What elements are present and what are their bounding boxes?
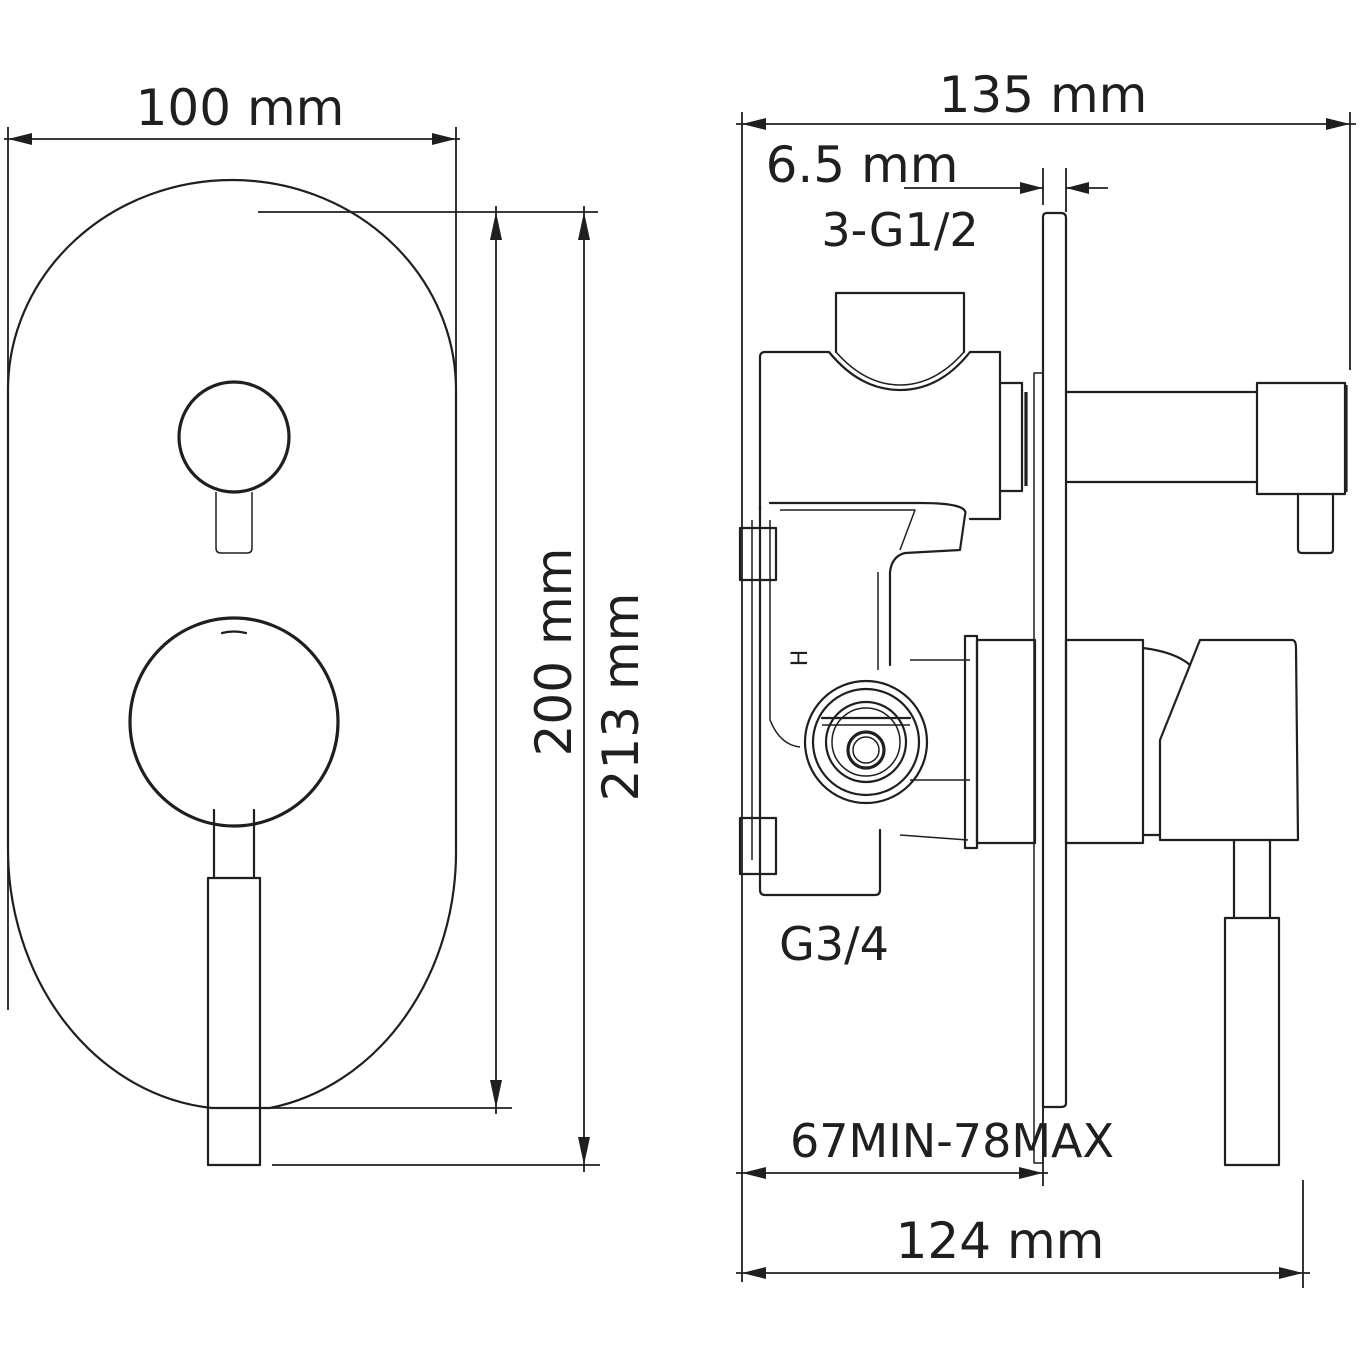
diverter-knob-side [1064,381,1348,555]
dimension-install-depth: 67MIN-78MAX [736,1107,1114,1186]
valve-body-upper [758,291,1028,521]
cover-plate-profile [1041,211,1068,1109]
dimension-plate-thickness: 6.5 mm [766,136,1108,212]
outlets-label: 3-G1/2 [821,203,978,257]
dimension-width-100: 100 mm [4,79,460,1010]
mixer-handle [128,616,340,1167]
valve-body-lower: H [738,355,970,897]
diverter-knob [177,380,291,554]
dimension-height-213: 213 mm [272,206,650,1172]
plate-height-label: 200 mm [525,548,583,757]
overall-height-label: 213 mm [592,593,650,802]
mixer-handle-side [1064,638,1300,1167]
cartridge-housing [963,634,1037,850]
dimension-body-depth-124: 124 mm [736,1180,1310,1288]
install-depth-label: 67MIN-78MAX [790,1114,1114,1168]
cover-plate-outline [6,178,458,1110]
hot-marker: H [788,650,813,667]
side-view: 135 mm 6.5 mm 3-G1/2 [736,66,1356,1288]
dimension-depth-135: 135 mm [736,66,1356,1282]
inlet-label: G3/4 [779,917,889,971]
mounting-lug-lower [738,816,778,876]
width-label: 100 mm [136,79,345,137]
depth-label: 135 mm [939,66,1148,124]
dimension-height-200: 200 mm [258,206,598,1114]
body-depth-label: 124 mm [896,1212,1105,1270]
plate-thickness-label: 6.5 mm [766,136,959,194]
mounting-lug-upper [738,526,778,582]
inlet-port [803,679,929,805]
front-view: 100 mm 200 mm [4,79,650,1172]
